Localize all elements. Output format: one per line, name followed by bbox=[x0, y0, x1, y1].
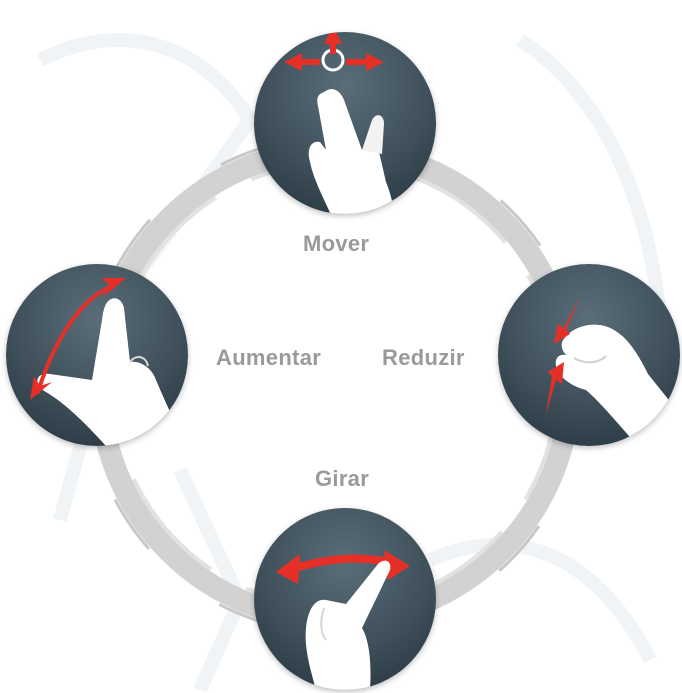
pinch-out-gesture-icon bbox=[6, 264, 188, 446]
label-rotate: Girar bbox=[315, 466, 369, 492]
rotate-gesture-icon bbox=[254, 508, 436, 690]
label-zoom-out: Reduzir bbox=[382, 345, 465, 371]
pan-gesture-icon bbox=[254, 32, 436, 214]
pinch-in-gesture-icon bbox=[498, 264, 680, 446]
label-zoom-in: Aumentar bbox=[216, 345, 321, 371]
gesture-rotate bbox=[254, 508, 436, 690]
label-move: Mover bbox=[303, 231, 369, 257]
gesture-move bbox=[254, 32, 436, 214]
gesture-zoom-out bbox=[498, 264, 680, 446]
gesture-zoom-in bbox=[6, 264, 188, 446]
